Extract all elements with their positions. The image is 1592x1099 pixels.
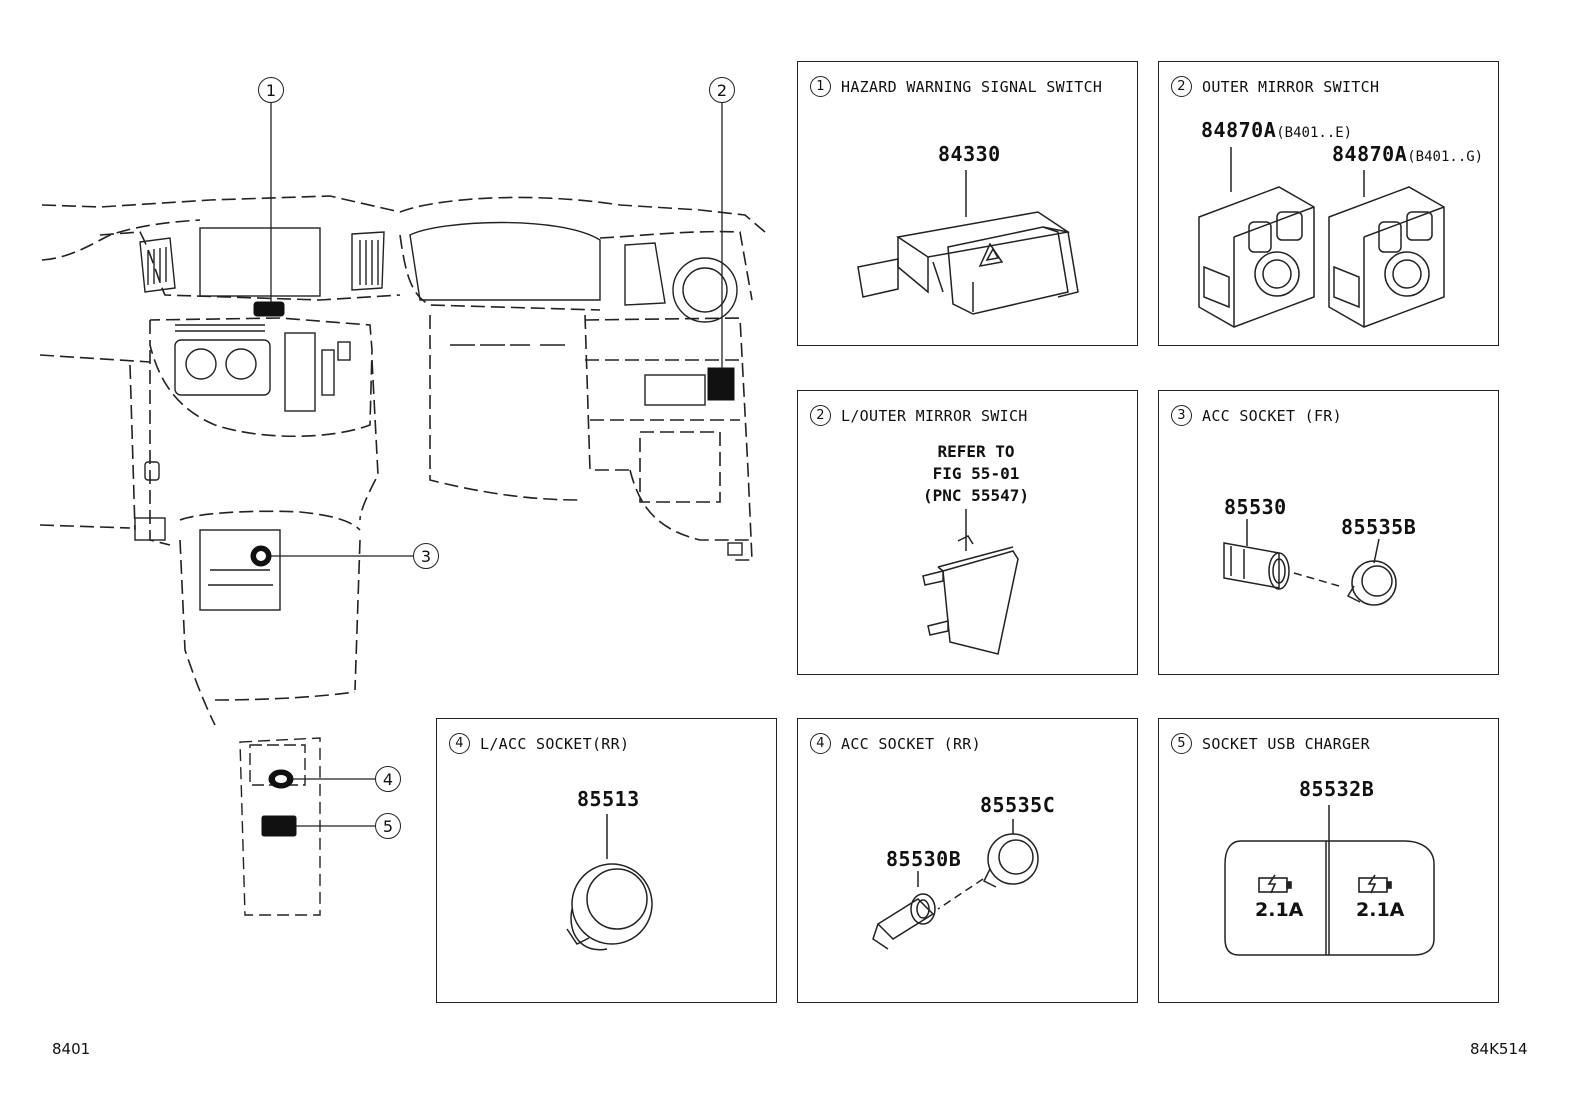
panel-l-outer-mirror-switch: 2 L/OUTER MIRROR SWICH REFER TO FIG 55-0… (797, 390, 1138, 675)
part-number-a: 84870A(B401..E) (1201, 118, 1352, 142)
panel-title-text: ACC SOCKET (FR) (1202, 406, 1342, 425)
mirror-switch-illustration (1198, 147, 1445, 328)
panel-l-acc-socket-rr: 4 L/ACC SOCKET(RR) 85513 (436, 718, 777, 1003)
panel-number: 2 (810, 405, 831, 426)
reference-note-line: (PNC 55547) (923, 486, 1029, 505)
l-acc-socket-rr-illustration (566, 814, 653, 951)
panel-title-text: HAZARD WARNING SIGNAL SWITCH (841, 77, 1103, 96)
panel-number: 4 (449, 733, 470, 754)
panel-hazard-switch: 1 HAZARD WARNING SIGNAL SWITCH 84330 (797, 61, 1138, 346)
blank-cover-illustration (922, 509, 1019, 655)
panel-number: 5 (1171, 733, 1192, 754)
reference-note-line: FIG 55-01 (932, 464, 1020, 483)
reference-note: REFER TO FIG 55-01 (PNC 55547) (916, 441, 1036, 507)
part-number: 85532B (1299, 777, 1375, 801)
part-number-b-value: 84870A (1332, 142, 1408, 166)
callout-1: 1 (258, 77, 284, 103)
usb-charger-illustration (1224, 805, 1435, 956)
dashboard-diagram (39, 102, 766, 916)
panel-title-text: SOCKET USB CHARGER (1202, 734, 1370, 753)
part-number-b: 84870A(B401..G) (1332, 142, 1483, 166)
callout-2: 2 (709, 77, 735, 103)
panel-title: 3 ACC SOCKET (FR) (1171, 405, 1342, 426)
battery-charging-icon (1358, 874, 1392, 894)
hazard-switch-illustration (857, 170, 1079, 315)
panel-title: 1 HAZARD WARNING SIGNAL SWITCH (810, 76, 1102, 97)
usb-port-left-rating: 2.1A (1255, 899, 1304, 921)
panel-number: 3 (1171, 405, 1192, 426)
panel-acc-socket-fr: 3 ACC SOCKET (FR) 85530 85535B (1158, 390, 1499, 675)
panel-title: 2 L/OUTER MIRROR SWICH (810, 405, 1028, 426)
panel-title-text: ACC SOCKET (RR) (841, 734, 981, 753)
part-number-b: 85530B (886, 847, 962, 871)
panel-title: 4 ACC SOCKET (RR) (810, 733, 981, 754)
panel-title: 2 OUTER MIRROR SWITCH (1171, 76, 1379, 97)
part-number-a: 85530 (1224, 495, 1287, 519)
panel-outer-mirror-switch: 2 OUTER MIRROR SWITCH 84870A(B401..E) 84… (1158, 61, 1499, 346)
footer-right-code: 84K514 (1470, 1040, 1528, 1058)
panel-number: 2 (1171, 76, 1192, 97)
footer-left-code: 8401 (52, 1040, 91, 1058)
panel-title: 5 SOCKET USB CHARGER (1171, 733, 1370, 754)
part-number-a-value: 84870A (1201, 118, 1277, 142)
part-number: 84330 (938, 142, 1001, 166)
panel-title-text: L/ACC SOCKET(RR) (480, 734, 630, 753)
panel-title-text: L/OUTER MIRROR SWICH (841, 406, 1028, 425)
part-number-a: 85535C (980, 793, 1056, 817)
panel-title-text: OUTER MIRROR SWITCH (1202, 77, 1380, 96)
panel-acc-socket-rr: 4 ACC SOCKET (RR) 85535C 85530B (797, 718, 1138, 1003)
acc-socket-fr-illustration (1223, 519, 1397, 606)
acc-socket-rr-illustration (872, 819, 1039, 950)
panel-usb-charger: 5 SOCKET USB CHARGER 85532B 2.1A 2.1A (1158, 718, 1499, 1003)
part-number: 85513 (577, 787, 640, 811)
battery-charging-icon (1258, 874, 1292, 894)
reference-note-line: REFER TO (937, 442, 1015, 461)
callout-4: 4 (375, 766, 401, 792)
part-number-b: 85535B (1341, 515, 1417, 539)
callout-5: 5 (375, 813, 401, 839)
part-number-b-note: (B401..G) (1407, 149, 1484, 165)
callout-3: 3 (413, 543, 439, 569)
usb-port-right-rating: 2.1A (1356, 899, 1405, 921)
panel-number: 1 (810, 76, 831, 97)
panel-title: 4 L/ACC SOCKET(RR) (449, 733, 629, 754)
panel-number: 4 (810, 733, 831, 754)
part-number-a-note: (B401..E) (1276, 125, 1353, 141)
